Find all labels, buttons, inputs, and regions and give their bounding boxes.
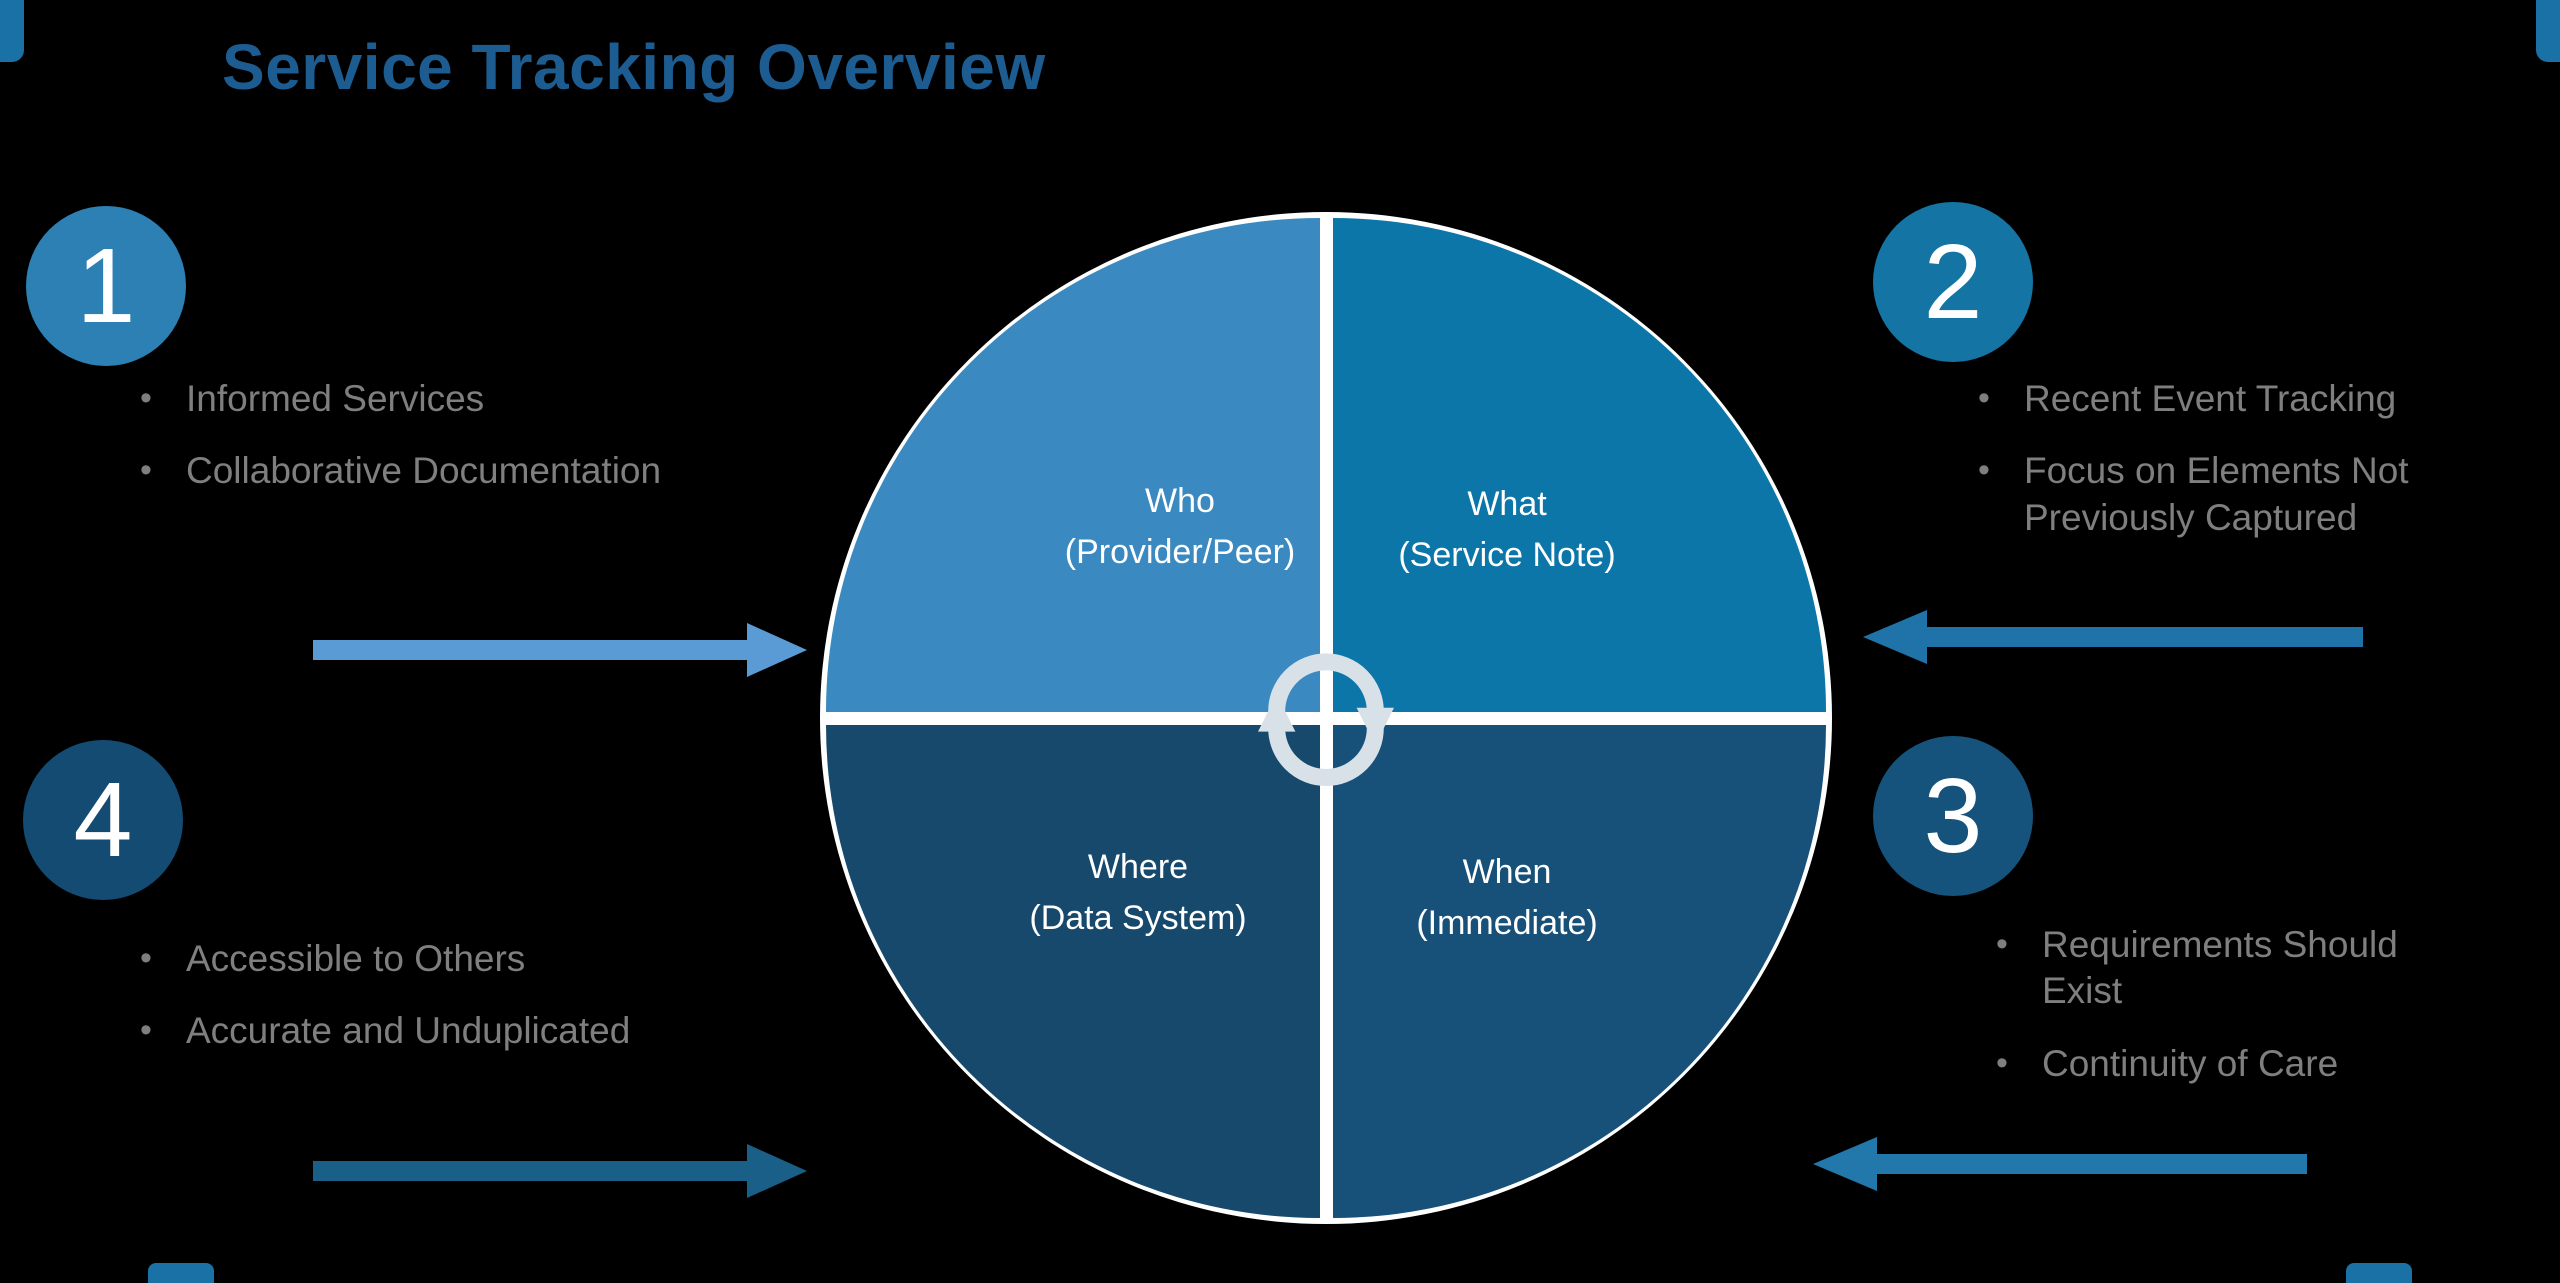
quadrant-title: Where (1087, 848, 1189, 886)
step-4-right-arrow-icon (313, 1144, 807, 1198)
step-3-bullet-list: • Requirements Should Exist • Continuity… (1996, 922, 2426, 1113)
bullet-item: • Informed Services (140, 376, 780, 422)
slide-title: Service Tracking Overview (222, 31, 1046, 103)
bullet-icon: • (140, 1011, 152, 1050)
bullet-icon: • (140, 939, 152, 977)
step-2-left-arrow-icon (1863, 610, 2363, 664)
bullet-text: Requirements Should Exist (2042, 924, 2398, 1012)
bullet-text: Recent Event Tracking (2024, 378, 2397, 419)
bullet-icon: • (1996, 1043, 2008, 1082)
quadrant-subtitle: (Immediate) (1416, 904, 1598, 942)
step-1-number: 1 (76, 227, 136, 345)
quadrant-what-label: What (Service Note) (1398, 479, 1615, 581)
bullet-item: • Collaborative Documentation (140, 448, 780, 494)
step-2-number: 2 (1923, 223, 1983, 341)
bullet-item: • Continuity of Care (1996, 1041, 2426, 1087)
step-1-right-arrow-icon (313, 623, 807, 677)
bullet-text: Collaborative Documentation (186, 450, 662, 492)
step-1-badge: 1 (26, 206, 186, 366)
bullet-text: Accessible to Others (186, 938, 526, 979)
step-3-left-arrow-icon (1813, 1137, 2307, 1191)
cycle-arrows-icon (1258, 653, 1394, 786)
bullet-icon: • (1978, 379, 1990, 417)
corner-accent-bottom-left (148, 1263, 214, 1283)
corner-accent-top-right (2536, 0, 2560, 62)
step-3-number: 3 (1923, 757, 1983, 875)
bullet-icon: • (140, 451, 152, 490)
bullet-text: Accurate and Unduplicated (186, 1010, 631, 1052)
bullet-icon: • (140, 379, 152, 417)
bullet-text: Informed Services (186, 378, 485, 419)
bullet-item: • Accessible to Others (140, 936, 780, 982)
corner-accent-top-left (0, 0, 24, 62)
bullet-item: • Recent Event Tracking (1978, 376, 2458, 422)
step-4-badge: 4 (23, 740, 183, 900)
step-4-number: 4 (73, 761, 133, 879)
quadrant-when-label: When (Immediate) (1416, 847, 1597, 949)
quadrant-subtitle: (Data System) (1029, 899, 1247, 937)
bullet-text: Focus on Elements Not Previously Capture… (2024, 450, 2409, 538)
quadrant-title: When (1462, 853, 1552, 891)
step-2-bullet-list: • Recent Event Tracking • Focus on Eleme… (1978, 376, 2458, 567)
bullet-item: • Accurate and Unduplicated (140, 1008, 780, 1054)
quadrant-wheel: Who (Provider/Peer) What (Service Note) … (820, 212, 1832, 1224)
step-1-bullet-list: • Informed Services • Collaborative Docu… (140, 376, 780, 521)
corner-accent-bottom-right (2346, 1263, 2412, 1283)
bullet-item: • Requirements Should Exist (1996, 922, 2426, 1015)
step-2-badge: 2 (1873, 202, 2033, 362)
quadrant-subtitle: (Service Note) (1398, 536, 1616, 574)
quadrant-subtitle: (Provider/Peer) (1064, 533, 1296, 571)
quadrant-who-label: Who (Provider/Peer) (1065, 476, 1296, 578)
quadrant-title: What (1467, 485, 1547, 523)
bullet-icon: • (1996, 925, 2008, 963)
step-4-bullet-list: • Accessible to Others • Accurate and Un… (140, 936, 780, 1081)
quadrant-title: Who (1145, 482, 1215, 520)
bullet-text: Continuity of Care (2042, 1042, 2339, 1084)
bullet-item: • Focus on Elements Not Previously Captu… (1978, 448, 2458, 541)
bullet-icon: • (1978, 451, 1990, 490)
step-3-badge: 3 (1873, 736, 2033, 896)
quadrant-where-label: Where (Data System) (1029, 842, 1246, 944)
